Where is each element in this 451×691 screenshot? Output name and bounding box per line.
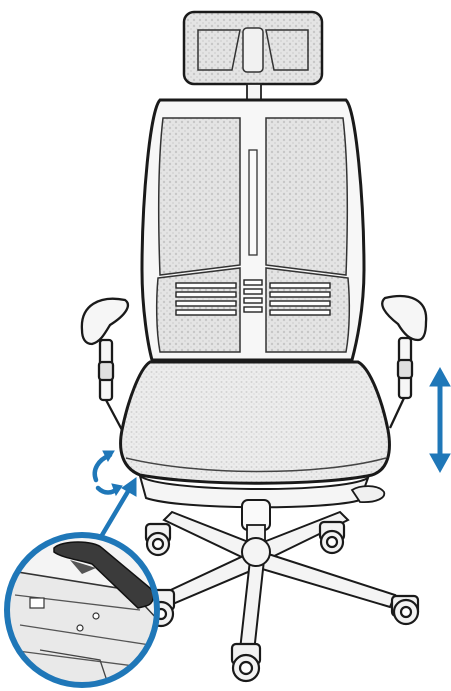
right-armrest bbox=[382, 296, 426, 428]
seat bbox=[121, 362, 390, 507]
tilt-adjust-icon bbox=[95, 451, 122, 495]
caster-front-right bbox=[392, 596, 418, 624]
headrest bbox=[184, 12, 322, 104]
backrest bbox=[142, 100, 364, 360]
left-armrest bbox=[82, 299, 128, 430]
caster-front-center bbox=[232, 644, 260, 681]
caster-back-right bbox=[320, 522, 344, 553]
lumbar-support bbox=[176, 280, 330, 315]
height-adjust-icon bbox=[430, 368, 450, 472]
star-base bbox=[160, 512, 395, 652]
lever-detail-inset bbox=[5, 535, 158, 691]
caster-back-left bbox=[146, 524, 170, 555]
